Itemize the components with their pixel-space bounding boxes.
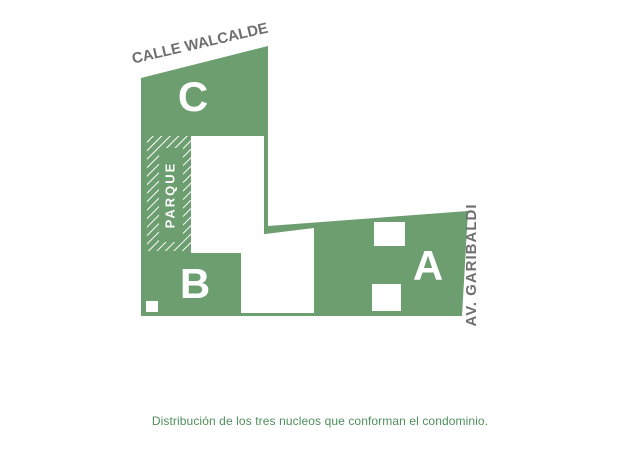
zone-label-b: B bbox=[180, 260, 210, 307]
park-label: PARQUE bbox=[162, 162, 177, 229]
street-label-right: AV. GARIBALDI bbox=[463, 203, 480, 326]
void-a-upper bbox=[374, 222, 405, 246]
zone-label-a: A bbox=[413, 242, 443, 289]
map-caption: Distribución de los tres nucleos que con… bbox=[151, 414, 489, 428]
void-corner bbox=[146, 301, 158, 312]
inner-void-lower bbox=[241, 228, 314, 313]
zone-label-c: C bbox=[178, 73, 208, 120]
park-label-box bbox=[159, 148, 183, 242]
void-a-lower bbox=[372, 284, 401, 311]
courtyard-void bbox=[191, 136, 264, 253]
